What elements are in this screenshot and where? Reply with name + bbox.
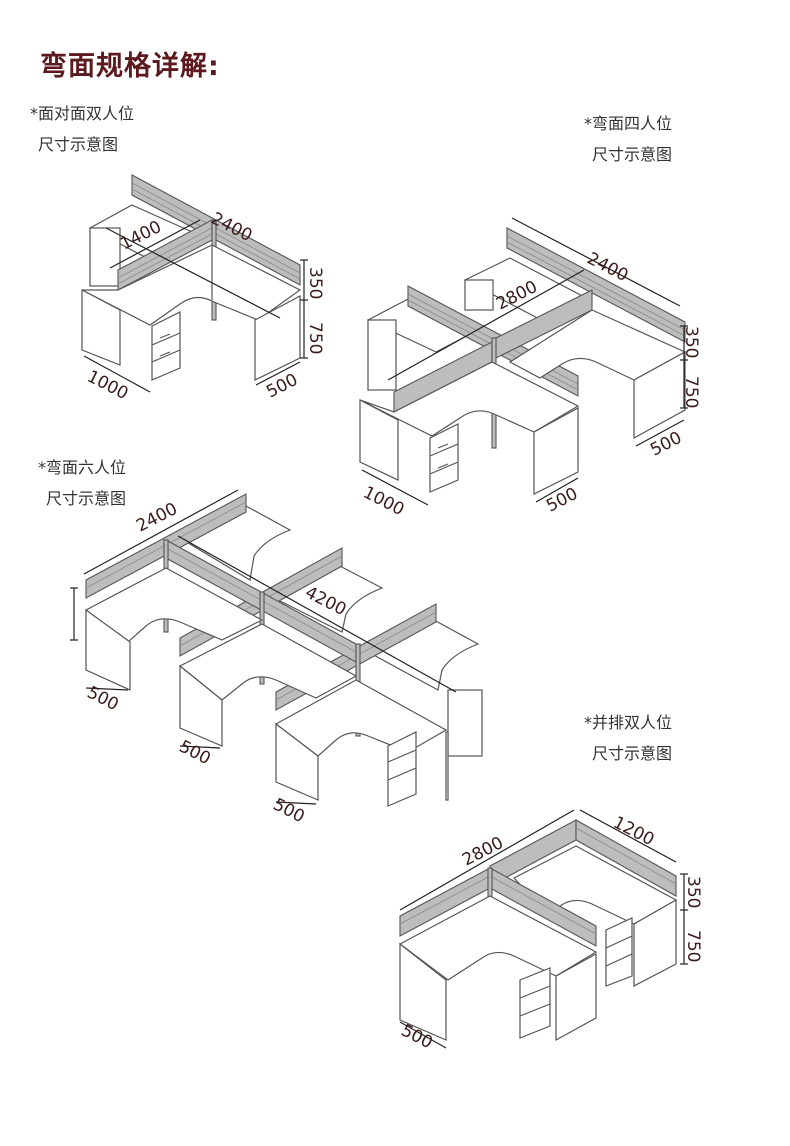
right-desk-top: [508, 309, 687, 381]
dim-1000: 1000: [360, 483, 408, 520]
dim-750: 750: [681, 376, 701, 408]
front-desk-2-leg: [179, 664, 223, 747]
front-desk-leg-right: [533, 406, 579, 495]
dim-350: 350: [305, 267, 325, 299]
dim-500-right: 500: [647, 428, 685, 461]
caption-line1: *面对面双人位: [30, 104, 135, 123]
diagram-curved-six: 2400 4200 500 500 500: [70, 489, 483, 828]
back-desk-3-leg: [447, 689, 483, 757]
back-desk-leg: [89, 227, 121, 287]
caption-line2: 尺寸示意图: [592, 744, 673, 763]
front-desk-top: [81, 244, 302, 326]
drawer-pedestal: [387, 731, 417, 807]
dim-500-3: 500: [270, 795, 308, 828]
dim-750: 750: [305, 322, 325, 354]
dim-500: 500: [263, 370, 301, 403]
caption-line2: 尺寸示意图: [38, 135, 119, 154]
back-desk-2: [268, 563, 384, 633]
front-desk-1-leg: [85, 608, 131, 691]
caption-line2: 尺寸示意图: [592, 145, 673, 164]
caption-line2: 尺寸示意图: [46, 489, 127, 508]
back-right-desk-leg: [464, 279, 494, 311]
right-drawer-pedestal: [605, 917, 633, 987]
caption-curved-six: *弯面六人位 尺寸示意图: [38, 452, 126, 514]
dim-500-front: 500: [543, 484, 581, 517]
left-drawer-pedestal: [519, 967, 551, 1039]
caption-curved-four: *弯面四人位 尺寸示意图: [584, 108, 672, 170]
dim-350: 350: [681, 326, 701, 358]
dim-500-2: 500: [176, 737, 214, 770]
side-screen-right: [575, 819, 677, 897]
caption-line1: *弯面四人位: [584, 114, 673, 133]
front-desk-leg-left: [81, 289, 121, 366]
dim-350: 350: [683, 876, 703, 908]
diagram-face-to-face-two: 2400 1400 350 750 1000 500: [81, 174, 325, 404]
back-desk-3: [366, 619, 480, 691]
long-screen-back: [506, 227, 686, 343]
page-title: 弯面规格详解:: [40, 51, 220, 82]
left-desk-leg-right: [555, 952, 597, 1042]
front-desk-top: [359, 361, 580, 437]
dim-2400: 2400: [133, 499, 181, 536]
front-desk-2: [178, 623, 358, 701]
dim-1000: 1000: [84, 367, 132, 404]
caption-face-to-face-two: *面对面双人位 尺寸示意图: [30, 98, 134, 160]
front-desk-3: [274, 679, 448, 757]
left-desk-leg-left: [399, 942, 447, 1041]
front-desk-1: [84, 567, 264, 643]
right-leg: [445, 731, 449, 801]
diagram-curved-four: 2400 2800 350 750 1000 500 500: [359, 217, 701, 520]
caption-line1: *弯面六人位: [38, 458, 127, 477]
right-desk-leg: [633, 350, 686, 440]
back-desk-1: [178, 505, 292, 581]
drawer-pedestal: [151, 311, 181, 381]
dim-750: 750: [683, 930, 703, 962]
dim-500-1: 500: [84, 683, 122, 716]
front-desk-leg-left: [359, 399, 399, 481]
caption-side-by-side-two: *并排双人位 尺寸示意图: [584, 707, 672, 769]
front-desk-3-leg: [275, 722, 319, 801]
back-left-desk-leg: [367, 319, 397, 391]
right-desk-leg: [633, 898, 677, 987]
diagram-side-by-side-two: 2800 1200 350 750 500: [398, 809, 703, 1053]
caption-line1: *并排双人位: [584, 713, 673, 732]
